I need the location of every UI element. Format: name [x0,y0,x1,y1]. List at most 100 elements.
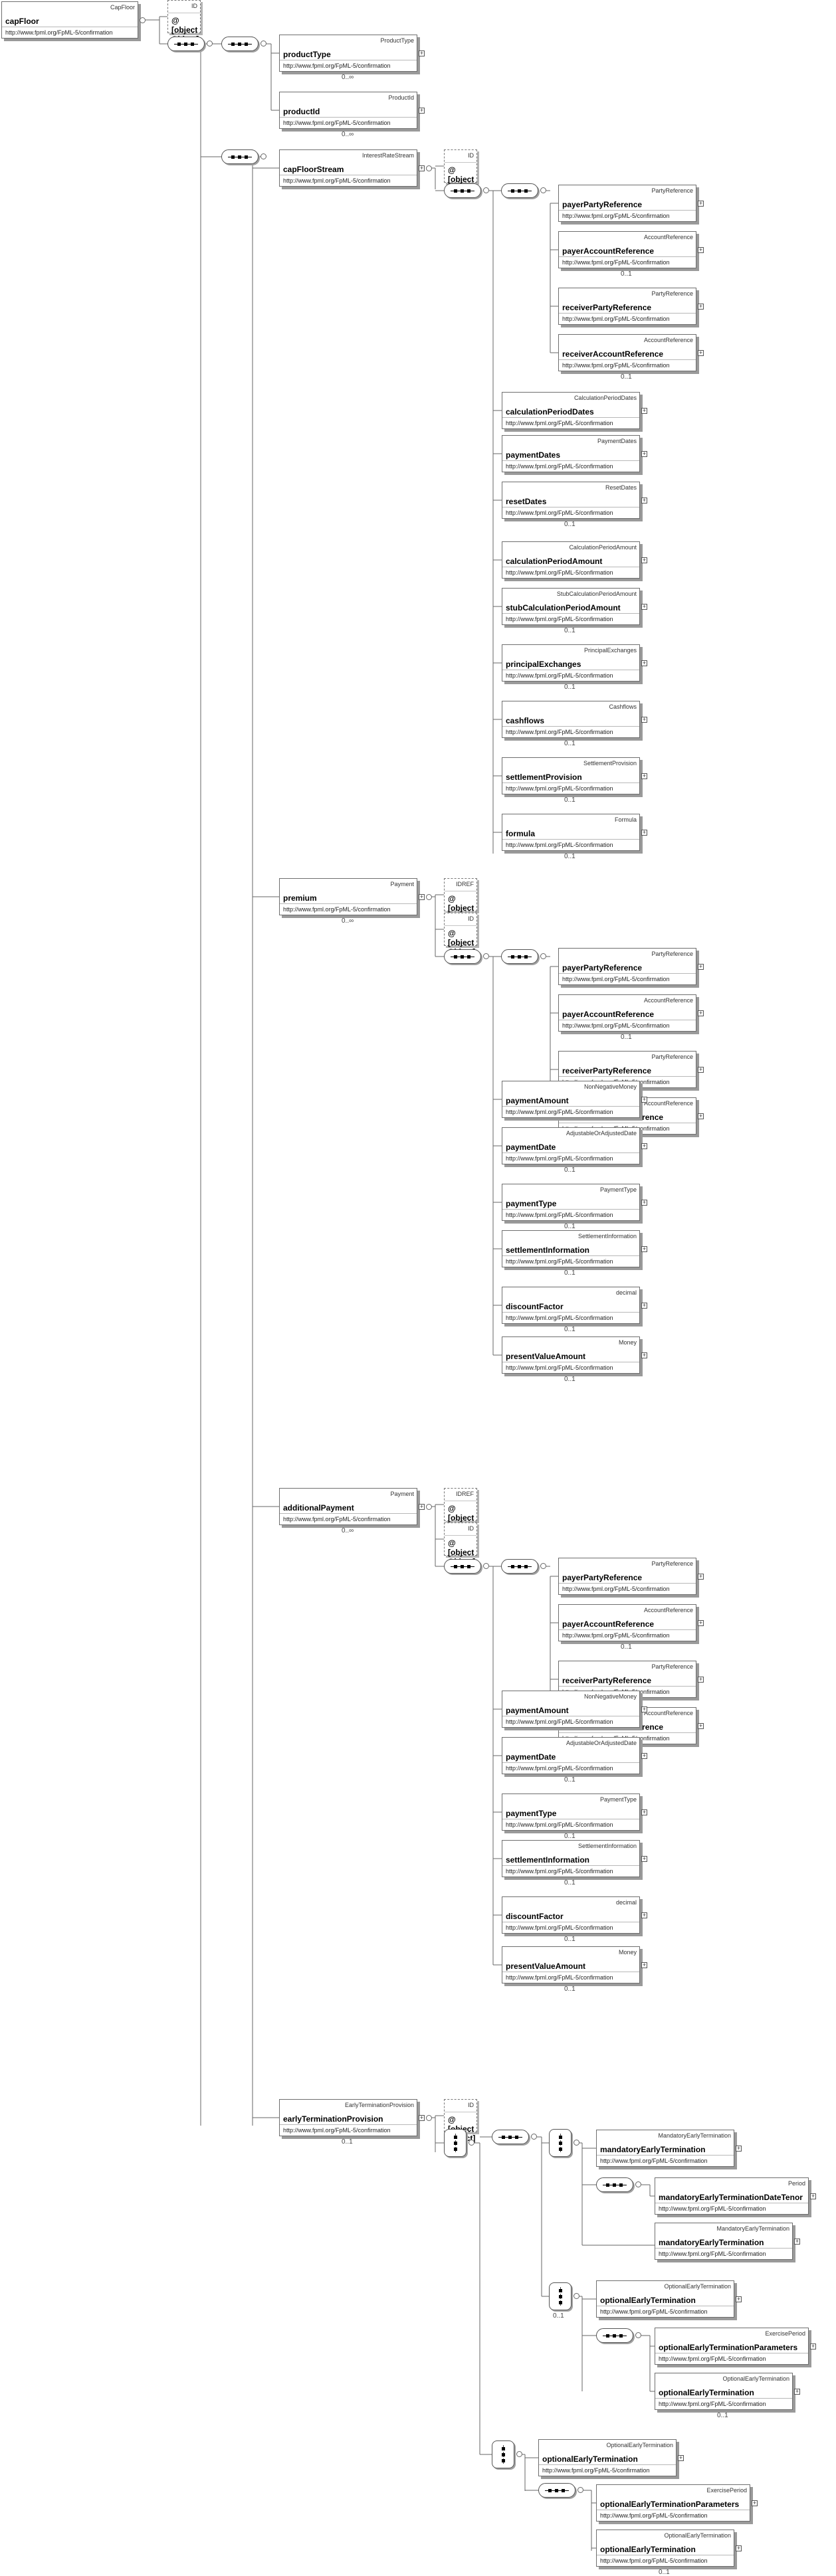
capfloorstream-collapse-icon[interactable] [426,165,432,171]
mandatory-choice-collapse-icon[interactable] [574,2140,579,2146]
optional-alt-sequence-collapse-icon[interactable] [577,2487,583,2493]
premium-paymenttype-element-expand-icon[interactable]: + [641,1199,647,1206]
premium-paymentamount-element-expand-icon[interactable]: + [641,1096,647,1103]
additionalpayment-href-attribute[interactable]: IDREF@ [object Object] [444,1488,477,1532]
optionalearlyterminationparameters-element-expand-icon[interactable]: + [810,2343,816,2349]
paymentdates-element-expand-icon[interactable]: + [641,450,647,457]
stubcalculationperiodamount-element-expand-icon[interactable]: + [641,603,647,610]
additionalpayment-sequence-collapse-icon[interactable] [483,1563,489,1569]
capfloorstream-sequence[interactable] [444,183,481,198]
premium-presentvalueamount-element-expand-icon[interactable]: + [641,1352,647,1358]
optionalearlytermination-alt-nested-element-expand-icon[interactable]: + [736,2545,742,2551]
additionalpayment-receiveraccountreference-element-expand-icon[interactable]: + [698,1722,704,1729]
product-sequence-collapse-icon[interactable] [261,41,266,46]
optional-sequence-collapse-icon[interactable] [635,2332,641,2338]
additionalpayment-receiverpartyreference-element-expand-icon[interactable]: + [698,1676,704,1683]
main-sequence[interactable] [221,149,259,164]
capfloor-id-attribute[interactable]: ID@ [object Object] [167,0,201,44]
mandatory-choice[interactable] [549,2129,572,2157]
premium-id-attribute[interactable]: ID@ [object Object] [444,913,477,957]
premium-href-attribute[interactable]: IDREF@ [object Object] [444,878,477,922]
premium-receiverpartyreference-element-expand-icon[interactable]: + [698,1066,704,1073]
premium-party-sequence-collapse-icon[interactable] [540,953,546,959]
mandatory-sequence-collapse-icon[interactable] [635,2181,641,2187]
additionalpayment-element-expand-icon[interactable]: + [419,1503,425,1510]
product-sequence[interactable] [221,37,259,51]
additionalpayment-payeraccountreference-element-expand-icon[interactable]: + [698,1619,704,1626]
earlytermination-choice-collapse-icon[interactable] [469,2140,474,2146]
capfloorstream-element-expand-icon[interactable]: + [419,165,425,171]
additionalpayment-payerpartyreference-element-expand-icon[interactable]: + [698,1573,704,1580]
premium-receiveraccountreference-element-expand-icon[interactable]: + [698,1113,704,1119]
capfloor-collapse-icon[interactable] [140,17,146,23]
capfloorstream-party-sequence[interactable] [501,183,538,198]
additionalpayment-party-sequence-collapse-icon[interactable] [540,1563,546,1569]
optional-alt-sequence[interactable] [538,2483,575,2498]
optionalearlytermination-element-expand-icon[interactable]: + [736,2296,742,2302]
premium-sequence[interactable] [444,949,481,964]
calculationperiodamount-element-expand-icon[interactable]: + [641,557,647,563]
optional-sequence[interactable] [596,2328,633,2343]
capfloorstream-payeraccountreference-element-expand-icon[interactable]: + [698,246,704,253]
premium-paymentdate-element-expand-icon[interactable]: + [641,1143,647,1149]
capfloorstream-party-sequence-collapse-icon[interactable] [540,187,546,193]
mandatoryearlytermination-element-expand-icon[interactable]: + [736,2145,742,2152]
additionalpayment-sequence[interactable] [444,1559,481,1574]
main-sequence-collapse-icon[interactable] [261,153,266,159]
mandatoryearlyterminationdatetenor-element-expand-icon[interactable]: + [810,2193,816,2199]
additionalpayment-paymenttype-element-expand-icon[interactable]: + [641,1809,647,1815]
earlyterminationprovision-element-expand-icon[interactable]: + [419,2114,425,2121]
additionalpayment-collapse-icon[interactable] [426,1504,432,1510]
calculationperioddates-element-expand-icon[interactable]: + [641,407,647,414]
capfloorstream-receiveraccountreference-element-expand-icon[interactable]: + [698,349,704,356]
mandatoryearlytermination-nested-element-expand-icon[interactable]: + [794,2238,800,2245]
capfloorstream-payerpartyreference-element-expand-icon[interactable]: + [698,200,704,207]
optionalearlytermination-alt-element-expand-icon[interactable]: + [678,2454,684,2461]
formula-element-expand-icon[interactable]: + [641,829,647,836]
earlyterminationprovision-collapse-icon[interactable] [426,2115,432,2121]
capfloorstream-receiverpartyreference-element-expand-icon[interactable]: + [698,303,704,310]
additionalpayment-party-sequence[interactable] [501,1559,538,1574]
additionalpayment-paymentamount-element-expand-icon[interactable]: + [641,1706,647,1712]
productid-element-expand-icon[interactable]: + [419,107,425,114]
additionalpayment-discountfactor-element-expand-icon[interactable]: + [641,1912,647,1918]
premium-settlementinformation-element-expand-icon[interactable]: + [641,1245,647,1252]
